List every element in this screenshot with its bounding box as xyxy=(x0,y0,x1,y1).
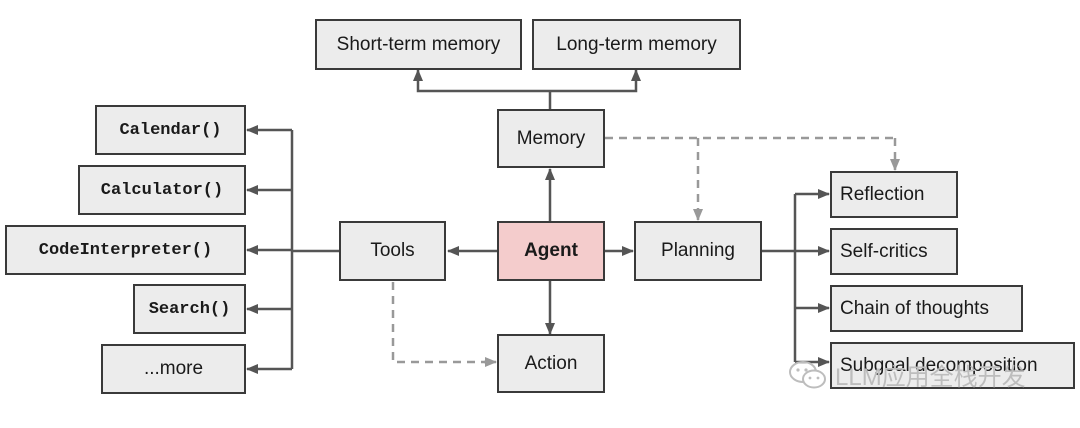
agent-node: Agent xyxy=(497,221,605,281)
long-term-memory-node: Long-term memory xyxy=(532,19,741,70)
calculator-tool-node: Calculator() xyxy=(78,165,246,215)
memory-node: Memory xyxy=(497,109,605,168)
watermark-text: LLM应用全栈开发 xyxy=(835,364,1026,391)
chain-of-thoughts-node: Chain of thoughts xyxy=(830,285,1023,332)
subgoal-decomposition-node: Subgoal decomposition xyxy=(830,342,1075,389)
edge-tools-action-dashed xyxy=(391,282,486,364)
watermark: LLM应用全栈开发 xyxy=(787,357,1026,392)
wechat-icon xyxy=(789,360,826,388)
reflection-node: Reflection xyxy=(830,171,958,218)
edge-tools-bus xyxy=(290,130,340,369)
short-term-memory-node: Short-term memory xyxy=(315,19,522,70)
action-node: Action xyxy=(497,334,605,393)
code-interpreter-tool-node: CodeInterpreter() xyxy=(5,225,246,275)
edge-planning-bus xyxy=(762,194,797,362)
edge-memory-split xyxy=(416,72,638,109)
tools-node: Tools xyxy=(339,221,446,281)
calendar-tool-node: Calendar() xyxy=(95,105,246,155)
self-critics-node: Self-critics xyxy=(830,228,958,275)
planning-node: Planning xyxy=(634,221,762,281)
search-tool-node: Search() xyxy=(133,284,246,334)
more-tools-node: ...more xyxy=(101,344,246,394)
edge-memory-dashed xyxy=(605,136,897,218)
